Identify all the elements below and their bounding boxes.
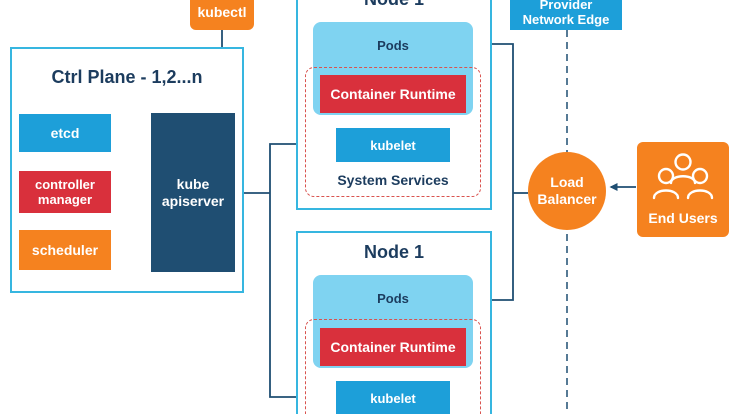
end-users-box: End Users xyxy=(637,142,729,237)
node-top-container-runtime-label: Container Runtime xyxy=(330,86,456,102)
provider-network-edge-box: Provider Network Edge xyxy=(510,0,622,30)
node-bottom-system-services-group xyxy=(305,319,481,414)
controller-manager-box: controller manager xyxy=(19,171,111,213)
node-top-system-services-group xyxy=(305,67,481,197)
load-balancer-label: Load Balancer xyxy=(537,174,597,207)
load-balancer-circle: Load Balancer xyxy=(528,152,606,230)
node-top-kubelet-label: kubelet xyxy=(370,137,416,153)
node-bottom-container-runtime-label: Container Runtime xyxy=(330,339,456,355)
etcd-label: etcd xyxy=(50,125,80,141)
node-top-container-runtime-box: Container Runtime xyxy=(320,75,466,113)
ctrl-plane-title: Ctrl Plane - 1,2...n xyxy=(51,67,203,87)
node-bottom-title: Node 1 xyxy=(363,242,424,262)
kubectl-box: kubectl xyxy=(190,0,254,30)
node-top-system-services-label: System Services xyxy=(337,172,449,188)
users-icon xyxy=(652,153,714,200)
kube-apiserver-box: kube apiserver xyxy=(151,113,235,272)
node-top-kubelet-box: kubelet xyxy=(336,128,450,162)
node-bottom-pods-label: Pods xyxy=(377,291,409,306)
kubectl-label: kubectl xyxy=(197,4,247,20)
end-users-label: End Users xyxy=(648,210,718,226)
etcd-box: etcd xyxy=(19,114,111,152)
node-bottom-kubelet-label: kubelet xyxy=(370,390,416,406)
node-bottom-kubelet-box: kubelet xyxy=(336,381,450,414)
kube-apiserver-label: kube apiserver xyxy=(161,175,225,209)
node-bottom-container-runtime-box: Container Runtime xyxy=(320,328,466,366)
controller-manager-label: controller manager xyxy=(35,177,95,207)
provider-network-edge-label: Provider Network Edge xyxy=(522,0,610,27)
node-top-pods-label: Pods xyxy=(377,38,409,53)
node-top-title: Node 1 xyxy=(296,0,492,10)
scheduler-label: scheduler xyxy=(31,242,99,258)
scheduler-box: scheduler xyxy=(19,230,111,270)
